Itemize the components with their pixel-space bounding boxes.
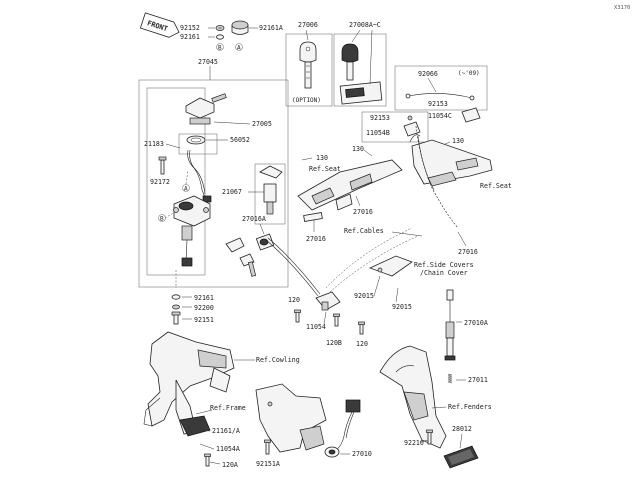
ref-frame: Ref.Frame	[210, 404, 246, 412]
callout-92161-mid: 92161	[194, 294, 214, 302]
callout-120-b: 120	[356, 340, 368, 348]
washer-92152-icon	[215, 25, 225, 31]
wiring-harness-icon	[187, 149, 212, 203]
callout-130-a: 130	[352, 145, 364, 153]
seat-lock-bracket-left-icon	[297, 159, 403, 222]
seat-release-cable-icon	[415, 125, 459, 229]
callout-11054A: 11054A	[216, 445, 240, 453]
lock-27016A-icon	[225, 233, 275, 277]
callout-27010: 27010	[352, 450, 372, 458]
cap-92161A-icon	[231, 20, 249, 35]
ignition-switch-body-icon	[173, 195, 211, 267]
callout-11054C: 11054C	[428, 112, 452, 120]
circle-a-top: A	[237, 45, 241, 52]
callout-92161-top: 92161	[180, 33, 200, 41]
bolt-120-b-icon	[358, 321, 365, 335]
callout-92066: 92066	[418, 70, 438, 78]
bolt-120A-icon	[204, 453, 211, 467]
front-arrow-icon: FRONT	[139, 12, 180, 38]
callout-92151A: 92151A	[256, 460, 280, 468]
frame-section-icon	[255, 383, 327, 453]
callout-27016-c: 27016	[458, 248, 478, 256]
callout-27005: 27005	[252, 120, 272, 128]
ref-seat-right: Ref.Seat	[480, 182, 512, 190]
callout-130-c: 130	[452, 137, 464, 145]
key-blank-icon	[299, 41, 317, 89]
callout-11054B: 11054B	[366, 129, 390, 137]
key-cylinder-21067-icon	[259, 165, 283, 215]
callout-11054: 11054	[306, 323, 326, 331]
callout-21067: 21067	[222, 188, 242, 196]
ref-cowling: Ref.Cowling	[256, 356, 300, 364]
callout-27045: 27045	[198, 58, 218, 66]
circle-b-top: B	[218, 45, 222, 52]
o-ring-56052-icon	[186, 135, 206, 145]
rear-fender-icon	[379, 345, 447, 449]
washer-92161-icon	[216, 34, 224, 40]
callout-92161A: 92161A	[259, 24, 283, 32]
bracket-11054C-icon	[461, 107, 481, 123]
callout-28012: 28012	[452, 425, 472, 433]
key-black-icon	[341, 43, 359, 81]
bolt-92210-icon	[426, 429, 433, 445]
reflector-28012-icon	[443, 445, 479, 469]
bolt-120B-icon	[333, 313, 340, 327]
side-cover-bracket-icon	[368, 255, 413, 277]
ignition-key-icon	[185, 93, 227, 125]
callout-27006: 27006	[298, 21, 318, 29]
switch-27010A-icon	[444, 289, 456, 361]
spring-27011-icon	[447, 373, 453, 384]
ref-seat-left: Ref.Seat	[309, 165, 341, 173]
callout-92200: 92200	[194, 304, 214, 312]
bolt-92151A-icon	[264, 439, 271, 455]
callout-option: (OPTION)	[292, 97, 321, 104]
callout-130-b: 130	[316, 154, 328, 162]
callout-92151: 92151	[194, 316, 214, 324]
cable-92066-icon	[405, 93, 475, 101]
callout-21161A: 21161/A	[212, 427, 240, 435]
callout-92152: 92152	[180, 24, 200, 32]
callout-21183: 21183	[144, 140, 164, 148]
ref-chain-cover: /Chain Cover	[420, 269, 468, 277]
switch-27010-icon	[324, 399, 361, 458]
lock-cable-icon	[265, 227, 419, 297]
circle-b-mid: B	[160, 216, 164, 223]
screw-92172-icon	[158, 156, 167, 175]
bracket-11054-icon	[315, 291, 341, 311]
ref-fenders: Ref.Fenders	[448, 403, 492, 411]
bolt-92151-icon	[171, 311, 181, 325]
callout-92153-b: 92153	[370, 114, 390, 122]
callout-120B: 120B	[326, 339, 342, 347]
washer-92161-mid-icon	[171, 294, 181, 300]
diagram-code-text: X3170	[614, 5, 630, 11]
ref-cables: Ref.Cables	[344, 227, 384, 235]
callout-27016-b: 27016	[306, 235, 326, 243]
callout-27010A: 27010A	[464, 319, 488, 327]
callout-120-a: 120	[288, 296, 300, 304]
callout-27016A: 27016A	[242, 215, 266, 223]
cowling-stay-icon	[143, 331, 235, 437]
callout-92015-b: 92015	[392, 303, 412, 311]
callout-27016-a: 27016	[353, 208, 373, 216]
callout-92172: 92172	[150, 178, 170, 186]
callout-120A: 120A	[222, 461, 238, 469]
seat-lock-bracket-right-icon	[409, 134, 493, 187]
key-tag-icon	[339, 81, 383, 105]
bolt-120-icon	[294, 309, 301, 323]
callout-92210: 92210	[404, 439, 424, 447]
callout-27008: 27008A~C	[349, 21, 381, 29]
circle-a-mid: A	[184, 186, 188, 193]
callout-27011: 27011	[468, 376, 488, 384]
callout-92066-note: (~'09)	[458, 70, 480, 77]
callout-56052: 56052	[230, 136, 250, 144]
callout-92015-a: 92015	[354, 292, 374, 300]
ref-side-covers: Ref.Side Covers	[414, 261, 474, 269]
bracket-11054B-icon	[403, 115, 421, 137]
washer-92200-icon	[172, 304, 180, 310]
callout-92153-a: 92153	[428, 100, 448, 108]
